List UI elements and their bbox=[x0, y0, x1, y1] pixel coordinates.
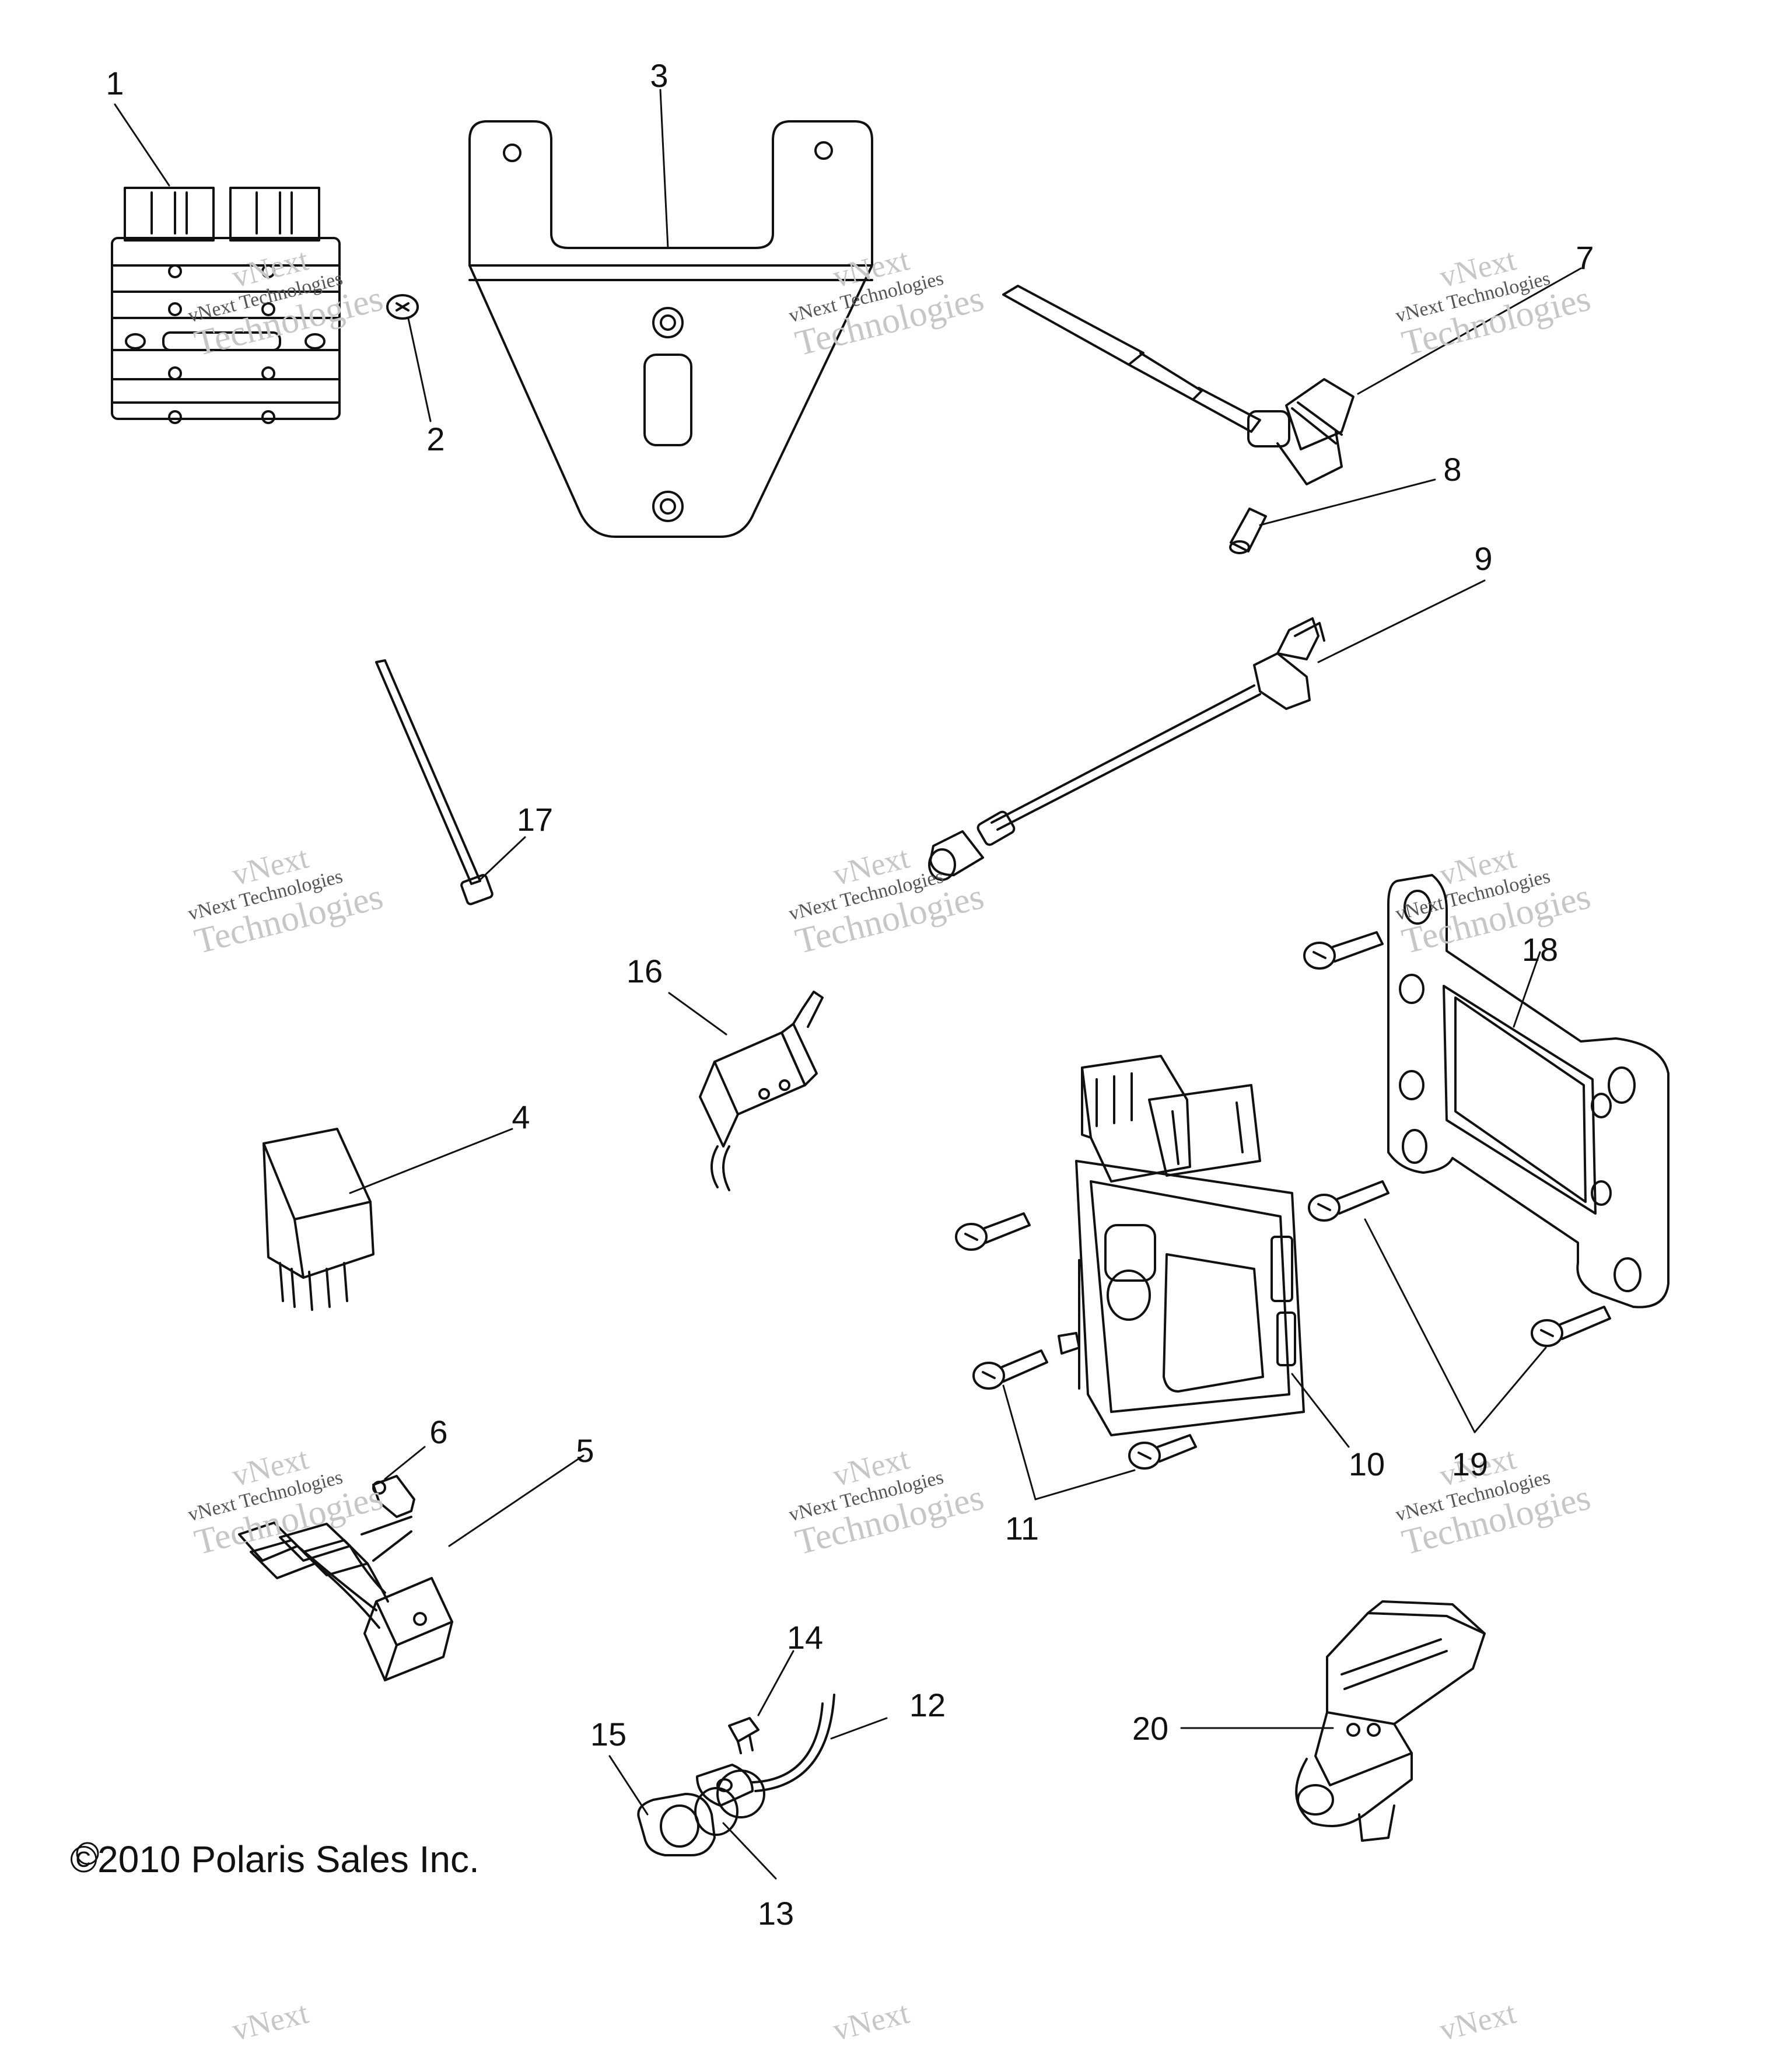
leader-5 bbox=[448, 1454, 584, 1547]
copyright-symbol-ring bbox=[76, 1842, 99, 1865]
leader-16 bbox=[668, 992, 727, 1036]
leader-9 bbox=[1317, 579, 1486, 663]
leader-4 bbox=[349, 1128, 513, 1194]
leader-2 bbox=[407, 317, 432, 422]
part-screw-11a bbox=[955, 1212, 1031, 1251]
part-screw-19b bbox=[1308, 1180, 1390, 1222]
part-harness bbox=[238, 1516, 453, 1681]
part-relay bbox=[262, 1128, 374, 1311]
callout-2: 2 bbox=[426, 421, 445, 457]
part-switch-16 bbox=[699, 991, 824, 1191]
part-ecu bbox=[1058, 1055, 1305, 1436]
callout-14: 14 bbox=[786, 1619, 824, 1656]
callout-1: 1 bbox=[106, 65, 124, 102]
leader-7 bbox=[1357, 267, 1582, 395]
leader-1 bbox=[114, 103, 170, 187]
callout-16: 16 bbox=[626, 953, 663, 989]
part-screw-11b bbox=[972, 1349, 1048, 1390]
part-o-ring-13 bbox=[694, 1787, 738, 1836]
leader-15 bbox=[608, 1755, 649, 1816]
leader-8 bbox=[1259, 478, 1436, 526]
part-speed-sensor-12 bbox=[696, 1694, 835, 1818]
callout-18: 18 bbox=[1521, 931, 1559, 968]
part-screw-19c bbox=[1531, 1306, 1611, 1347]
part-gasket-15 bbox=[637, 1793, 716, 1856]
leader-3 bbox=[659, 89, 669, 249]
part-screw-11c bbox=[1128, 1434, 1197, 1470]
part-bracket bbox=[468, 120, 873, 538]
leader-6 bbox=[384, 1446, 426, 1480]
callout-19: 19 bbox=[1451, 1446, 1489, 1482]
part-sensor-7 bbox=[1002, 285, 1354, 485]
part-bolt-14 bbox=[728, 1717, 760, 1754]
callout-6: 6 bbox=[429, 1414, 448, 1450]
callout-10: 10 bbox=[1348, 1446, 1385, 1482]
leader-11a bbox=[1002, 1384, 1037, 1501]
callout-11: 11 bbox=[1005, 1510, 1040, 1547]
callout-9: 9 bbox=[1474, 540, 1493, 577]
callout-4: 4 bbox=[512, 1099, 530, 1135]
leader-18 bbox=[1513, 951, 1541, 1028]
leader-10 bbox=[1291, 1373, 1350, 1448]
callout-3: 3 bbox=[650, 57, 668, 94]
callout-12: 12 bbox=[909, 1687, 946, 1723]
callout-8: 8 bbox=[1443, 451, 1462, 488]
callout-15: 15 bbox=[590, 1716, 627, 1753]
part-screw-2 bbox=[386, 294, 419, 320]
leader-12 bbox=[830, 1717, 888, 1740]
callout-17: 17 bbox=[516, 801, 554, 838]
leader-19b bbox=[1474, 1346, 1547, 1433]
part-bulb-6 bbox=[372, 1475, 415, 1518]
leader-19a bbox=[1364, 1218, 1476, 1433]
part-map-sensor bbox=[1295, 1600, 1486, 1842]
callout-20: 20 bbox=[1132, 1710, 1169, 1747]
part-pin-8 bbox=[1229, 508, 1267, 554]
callout-7: 7 bbox=[1576, 239, 1594, 276]
callout-5: 5 bbox=[576, 1432, 594, 1469]
callout-13: 13 bbox=[757, 1895, 794, 1932]
leader-14 bbox=[757, 1650, 794, 1716]
part-screw-19a bbox=[1303, 931, 1384, 970]
leader-13 bbox=[722, 1822, 777, 1880]
part-voltage-regulator bbox=[111, 187, 341, 424]
copyright-notice: ©2010 Polaris Sales Inc. bbox=[70, 1838, 480, 1880]
leader-17 bbox=[479, 836, 526, 881]
leader-11b bbox=[1034, 1469, 1136, 1501]
part-mount-plate bbox=[1387, 874, 1670, 1309]
part-cable-tie bbox=[375, 659, 494, 905]
part-sensor-9 bbox=[928, 617, 1325, 881]
